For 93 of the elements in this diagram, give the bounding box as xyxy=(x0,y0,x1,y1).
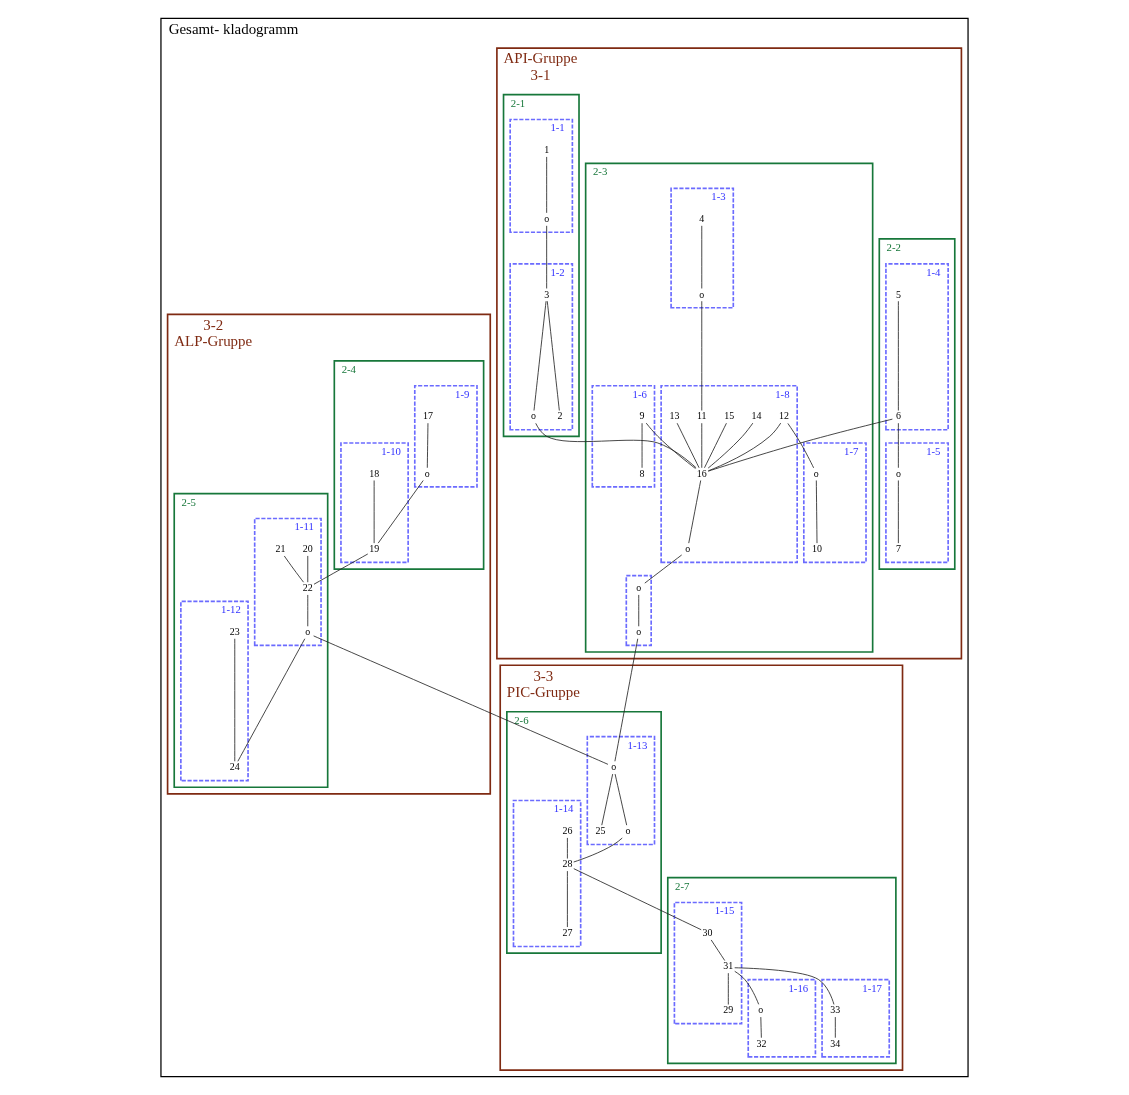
node-text: 2 xyxy=(557,410,563,422)
connector xyxy=(707,422,782,472)
connector xyxy=(645,422,696,469)
node-text: 33 xyxy=(830,1004,841,1016)
connector xyxy=(707,418,893,472)
node-text: 15 xyxy=(724,410,735,422)
node-text: 6 xyxy=(895,410,901,422)
node-text: o xyxy=(636,582,642,594)
node-text: 12 xyxy=(778,410,789,422)
connector xyxy=(897,422,899,469)
node-text: 19 xyxy=(369,543,380,555)
connector xyxy=(283,555,304,583)
connector xyxy=(760,1016,762,1039)
connector xyxy=(644,554,683,584)
node-text: 7 xyxy=(895,543,901,555)
node-text: 9 xyxy=(639,410,645,422)
connector xyxy=(567,870,568,928)
node-text: 17 xyxy=(423,410,434,422)
connector xyxy=(601,773,614,826)
node-text: o xyxy=(305,626,311,638)
connector xyxy=(546,225,548,289)
connector xyxy=(638,594,640,627)
connector xyxy=(614,638,639,762)
node-text: 31 xyxy=(723,960,734,972)
cluster xyxy=(625,574,652,647)
node-text: o xyxy=(685,543,691,555)
node-text: 30 xyxy=(702,927,713,939)
connector xyxy=(701,422,703,469)
node-text: o xyxy=(636,626,642,638)
node-text: 8 xyxy=(639,467,645,479)
node-text: 11 xyxy=(696,410,707,422)
node-text: 22 xyxy=(302,582,313,594)
node-text: 16 xyxy=(696,467,707,479)
node-text: o xyxy=(758,1004,764,1016)
connector xyxy=(641,422,643,469)
connector xyxy=(535,422,697,469)
node-text: 13 xyxy=(669,410,680,422)
connector xyxy=(734,970,760,1005)
node-text: 25 xyxy=(595,825,606,837)
connector xyxy=(897,300,899,411)
node-text: o xyxy=(424,467,430,479)
connector xyxy=(707,422,754,469)
node-text: 4 xyxy=(699,213,705,225)
connector xyxy=(234,638,236,762)
node-text: 32 xyxy=(756,1037,767,1049)
connector xyxy=(614,773,628,826)
connector xyxy=(546,156,548,214)
connector xyxy=(676,422,700,469)
node-text: 18 xyxy=(369,467,380,479)
node-text: o xyxy=(699,288,705,300)
node-text: 28 xyxy=(562,858,573,870)
connector xyxy=(815,480,818,544)
node-text: 23 xyxy=(229,626,240,638)
connector xyxy=(533,300,547,411)
node-text: o xyxy=(530,410,536,422)
connector xyxy=(787,423,815,469)
connector xyxy=(313,553,369,585)
connector xyxy=(573,868,702,931)
node-text: 5 xyxy=(895,288,901,300)
connector xyxy=(307,594,309,627)
node-text: o xyxy=(813,467,819,479)
node-text: 26 xyxy=(562,825,573,837)
node-text: 10 xyxy=(812,543,823,555)
connector xyxy=(377,480,424,544)
node-text: 20 xyxy=(302,543,313,555)
node-text: 29 xyxy=(723,1004,734,1016)
node-text: 1 xyxy=(544,144,550,156)
node-text: o xyxy=(611,761,617,773)
node-text: o xyxy=(895,467,901,479)
connector xyxy=(734,967,835,1005)
connector xyxy=(567,837,568,859)
node-text: 14 xyxy=(751,410,762,422)
connector xyxy=(897,480,899,544)
connector xyxy=(307,555,309,583)
connector xyxy=(573,837,623,863)
node-text: 24 xyxy=(229,761,240,773)
node-text: 3 xyxy=(544,288,550,300)
connector xyxy=(704,422,727,469)
connector xyxy=(834,1016,836,1039)
connector xyxy=(688,480,702,544)
connector xyxy=(727,972,729,1005)
node-text: o xyxy=(625,825,631,837)
connector xyxy=(710,939,726,961)
connector xyxy=(546,300,560,411)
node-text: 27 xyxy=(562,927,573,939)
connector xyxy=(313,635,609,765)
connector xyxy=(701,300,703,411)
connector xyxy=(237,638,306,762)
node-text: 34 xyxy=(830,1037,841,1049)
node-text: 21 xyxy=(275,543,286,555)
connector xyxy=(426,422,429,469)
node-text: o xyxy=(544,213,550,225)
connector xyxy=(701,225,703,289)
